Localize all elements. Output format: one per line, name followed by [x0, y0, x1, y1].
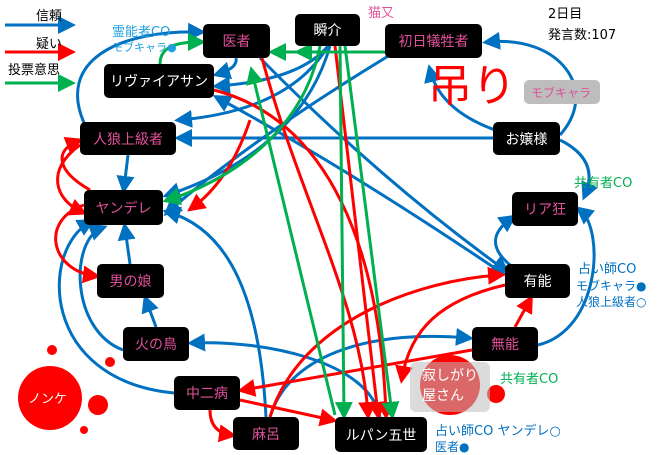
legend-vote-label: 投票意思 [8, 63, 61, 78]
sharer-co-label: 共有者CO [500, 372, 559, 387]
node-otokonoko[interactable]: 男の娘 [97, 264, 164, 298]
node-yuunou[interactable]: 有能 [505, 264, 570, 298]
node-werewolf-expert[interactable]: 人狼上級者 [80, 122, 176, 155]
node-munou[interactable]: 無能 [472, 327, 538, 361]
node-maro[interactable]: 麻呂 [233, 417, 299, 450]
node-lupin[interactable]: ルパン五世 [335, 417, 427, 452]
node-yandere[interactable]: ヤンデレ [84, 190, 163, 225]
medium-result: モブキャラ● [112, 41, 177, 54]
nekomata-label: 猫又 [368, 6, 395, 21]
legend-trust-label: 信頼 [36, 9, 63, 24]
message-count: 発言数:107 [548, 28, 617, 43]
hanged-box [524, 80, 600, 104]
day-label: 2日目 [548, 7, 583, 22]
node-doctor[interactable]: 医者 [203, 24, 270, 58]
node-chuunibyou[interactable]: 中二病 [174, 376, 240, 410]
node-phoenix[interactable]: 火の鳥 [123, 327, 189, 361]
medium-co-label: 霊能者CO [112, 25, 171, 40]
dead-node-sabishigari-label: 寂しがり [422, 368, 478, 384]
hanged-role: モブキャラ [531, 86, 592, 100]
node-leviathan[interactable]: リヴァイアサン [104, 64, 214, 98]
seer-result: モブキャラ● [576, 279, 647, 293]
hanged-label: 吊り [428, 61, 516, 112]
doubt-arrows [54, 45, 533, 443]
dead-node-sabishigari[interactable] [410, 362, 490, 412]
vote-arrows [158, 33, 400, 420]
blood-splat-icon [18, 345, 115, 434]
seer-result: 医者● [435, 440, 470, 454]
legend-doubt-label: 疑い [36, 37, 63, 52]
node-first-victim[interactable]: 初日犠牲者 [385, 24, 482, 58]
node-ojousama[interactable]: お嬢様 [493, 122, 560, 155]
node-shunsuke[interactable]: 瞬介 [295, 14, 360, 46]
seer-co-label: 占い師CO ヤンデレ○ [435, 424, 561, 439]
sharer-co-label: 共有者CO [574, 176, 633, 191]
seer-result: 人狼上級者○ [576, 295, 647, 309]
dead-node-sabishigari-label: 屋さん [422, 388, 464, 404]
node-riakyo[interactable]: リア狂 [512, 192, 578, 226]
seer-co-label: 占い師CO [578, 262, 637, 277]
dead-node-nonke[interactable]: ノンケ [28, 392, 68, 407]
